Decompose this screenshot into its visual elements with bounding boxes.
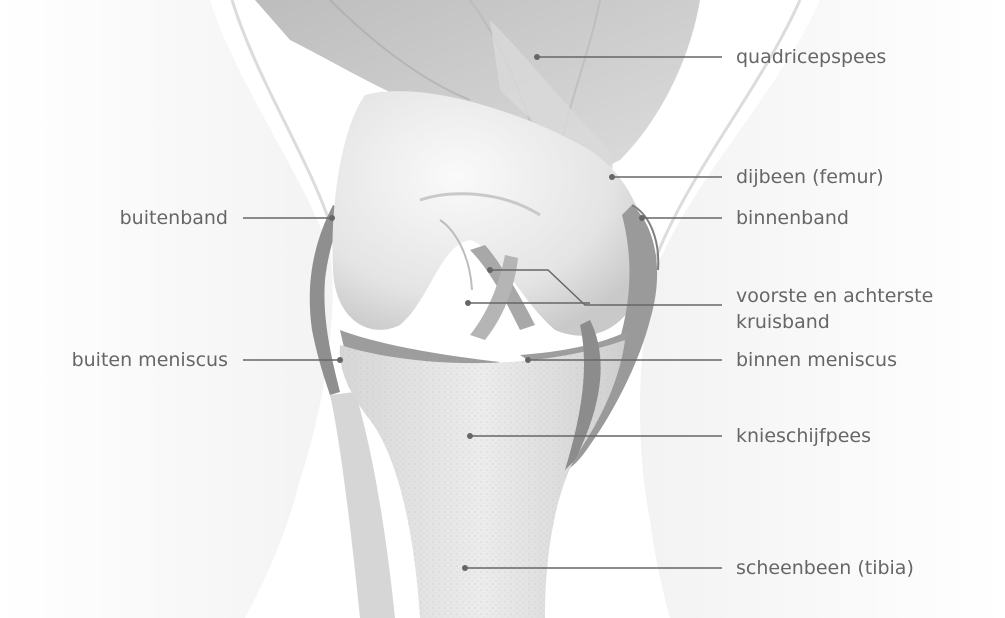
label-binnen-meniscus: binnen meniscus bbox=[736, 347, 897, 373]
label-femur: dijbeen (femur) bbox=[736, 164, 884, 190]
label-kruisband: voorste en achterste kruisband bbox=[736, 283, 933, 335]
label-binnenband: binnenband bbox=[736, 205, 849, 231]
label-buiten-meniscus: buiten meniscus bbox=[72, 347, 228, 373]
leg-outline-left bbox=[0, 0, 333, 618]
label-kruisband-line2: kruisband bbox=[736, 309, 933, 335]
label-scheenbeen: scheenbeen (tibia) bbox=[736, 555, 914, 581]
label-quadricepspees: quadricepspees bbox=[736, 44, 886, 70]
label-buitenband: buitenband bbox=[120, 205, 228, 231]
label-kruisband-line1: voorste en achterste bbox=[736, 283, 933, 309]
label-knieschijfpees: knieschijfpees bbox=[736, 423, 871, 449]
